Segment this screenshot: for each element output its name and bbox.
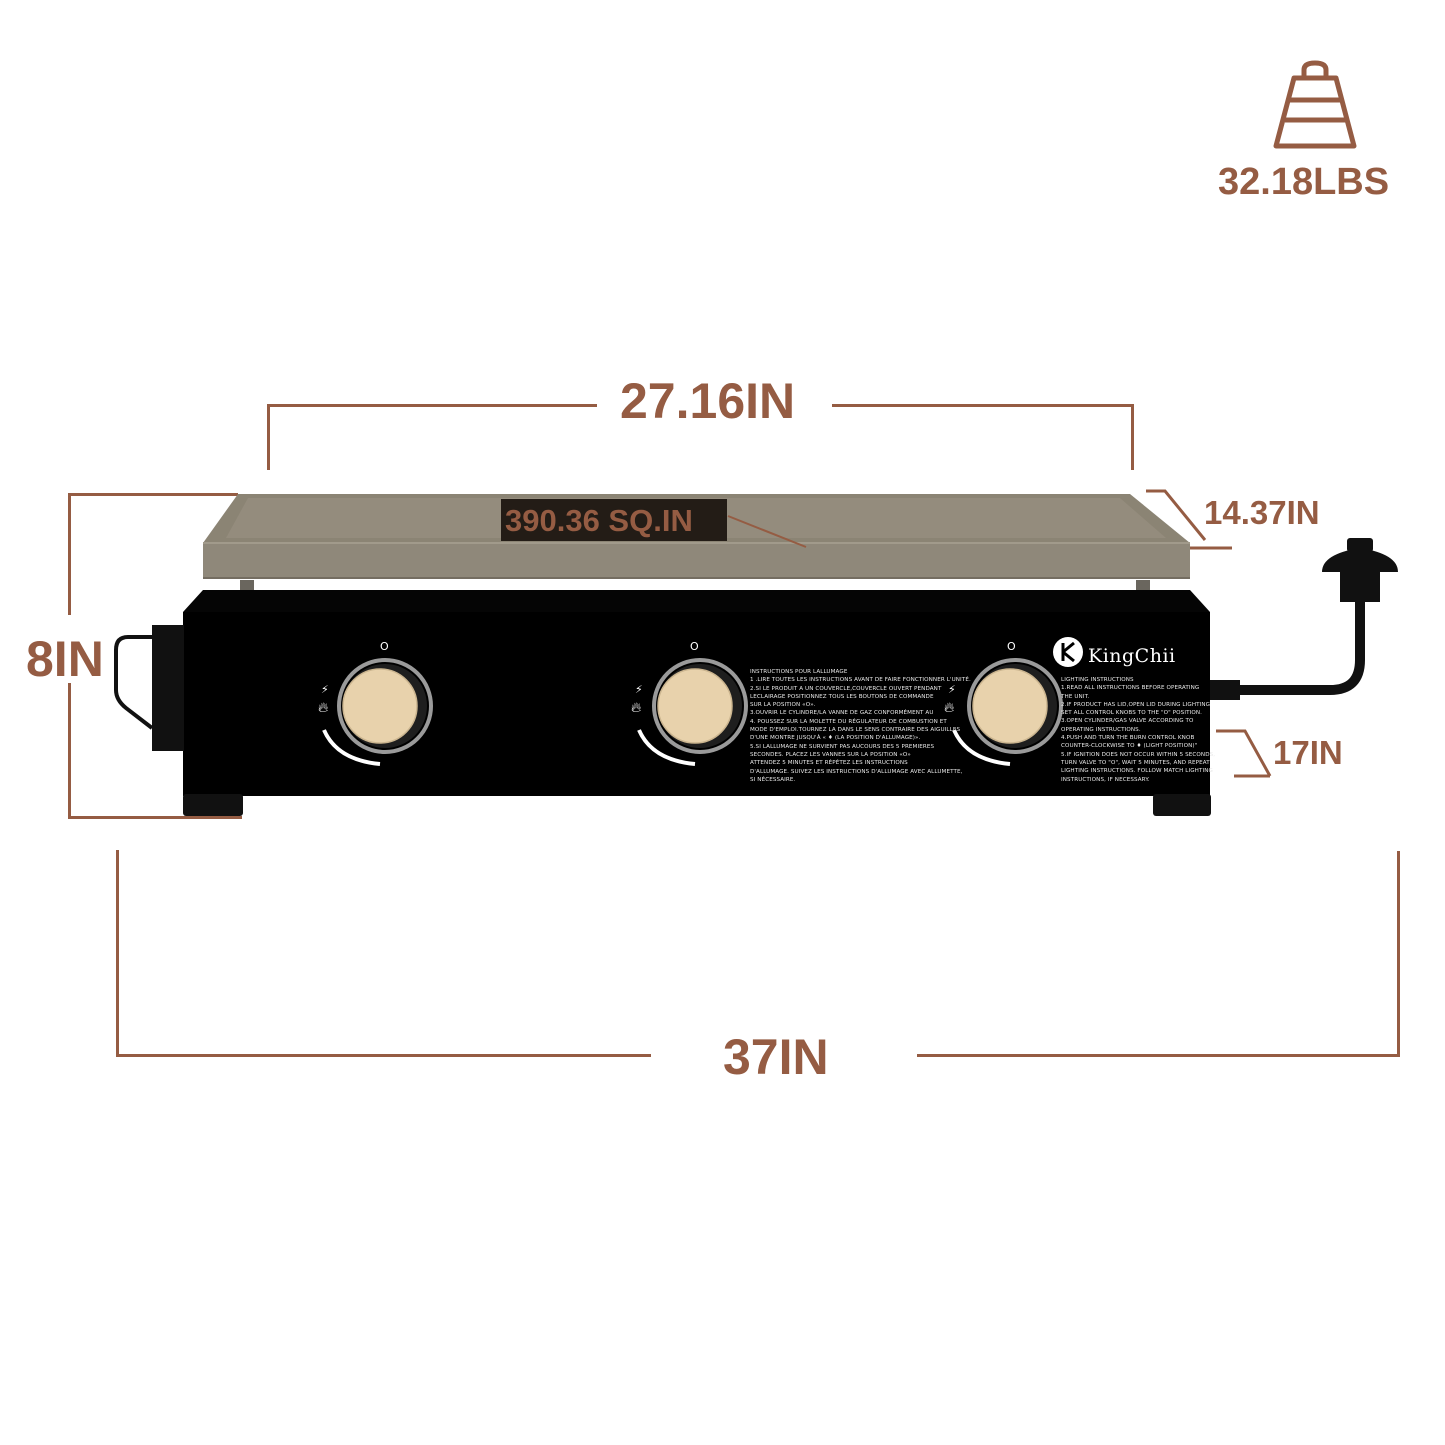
knob-right — [952, 658, 1063, 766]
instructions-french: INSTRUCTIONS POUR LALLUMAGE 1 .LIRE TOUT… — [750, 669, 971, 783]
top-width-tick-right — [1131, 404, 1134, 470]
ignition-spark-icon: ⚡ — [321, 683, 329, 696]
top-width-line-left — [267, 404, 597, 407]
top-width-line-right — [832, 404, 1134, 407]
brand-name: KingChii — [1088, 645, 1176, 667]
height-line-top — [68, 493, 238, 496]
cooking-area-label: 390.36 SQ.IN — [505, 503, 693, 538]
flame-icon: 🔥︎ — [318, 700, 329, 716]
total-width-line-right — [917, 1054, 1400, 1057]
ignition-spark-icon: ⚡ — [948, 683, 956, 696]
height-line-bottom — [68, 816, 242, 819]
top-width-label: 27.16IN — [620, 373, 796, 429]
weight-icon — [1273, 60, 1357, 149]
height-line-vertical-top — [68, 493, 71, 615]
control-knobs — [322, 658, 1063, 766]
knob-off-mark-right: O — [1007, 640, 1016, 653]
side-handle — [114, 625, 184, 751]
top-width-tick-left — [267, 404, 270, 470]
knob-left — [322, 658, 433, 766]
height-label: 8IN — [26, 631, 104, 687]
instructions-english: LIGHTING INSTRUCTIONS 1.READ ALL INSTRUC… — [1061, 677, 1216, 783]
height-line-vertical-bottom — [68, 683, 71, 819]
knob-middle — [637, 658, 748, 766]
total-width-tick-right — [1397, 851, 1400, 1057]
flame-icon: 🔥︎ — [944, 700, 955, 716]
body-depth-label: 17IN — [1273, 734, 1343, 771]
total-width-line-left — [116, 1054, 651, 1057]
body-depth-marker — [1216, 729, 1272, 778]
ignition-spark-icon: ⚡ — [635, 683, 643, 696]
cooking-area-box — [501, 499, 727, 541]
flame-icon: 🔥︎ — [631, 700, 642, 716]
propane-regulator-icon — [1210, 538, 1398, 700]
total-width-tick-left — [116, 850, 119, 1057]
knob-off-mark-middle: O — [690, 640, 699, 653]
depth-label: 14.37IN — [1204, 494, 1320, 531]
weight-label: 32.18LBS — [1218, 161, 1390, 203]
total-width-label: 37IN — [723, 1029, 829, 1085]
knob-off-mark-left: O — [380, 640, 389, 653]
brand-logo-icon — [1053, 637, 1083, 667]
